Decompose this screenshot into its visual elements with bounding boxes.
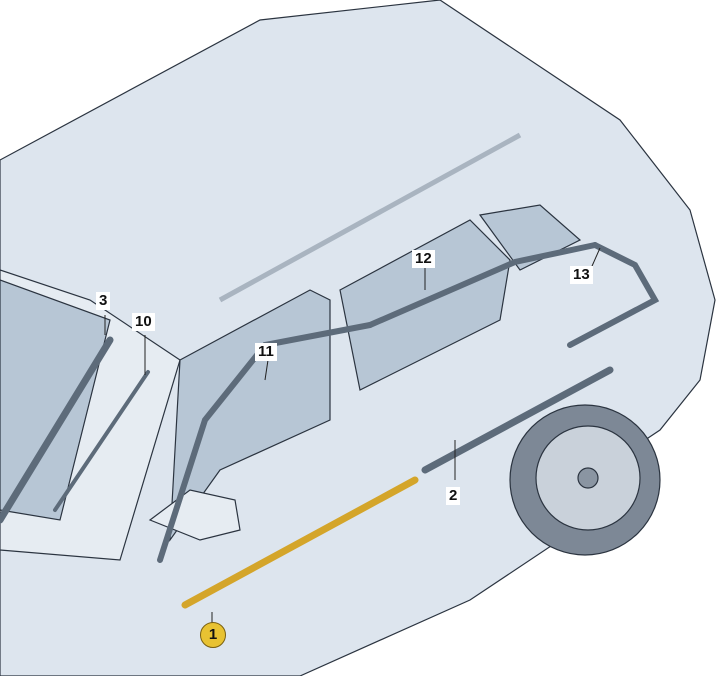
callout-10: 10: [132, 313, 155, 331]
part-3: [0, 336, 114, 524]
part-12: [367, 242, 598, 328]
front-window: [169, 289, 331, 543]
roof-rail: [218, 132, 522, 303]
quarter-window: [478, 204, 582, 271]
part-2: [421, 366, 614, 474]
rear-window: [339, 219, 511, 391]
callout-13: 13: [570, 266, 593, 284]
callout-2: 2: [446, 487, 461, 505]
callout-3: 3: [96, 292, 111, 310]
part-1: [181, 476, 419, 609]
part-13: [567, 242, 660, 348]
part-10: [53, 370, 150, 512]
part-11: [157, 322, 373, 563]
callout-11: 11: [255, 343, 277, 361]
windshield: [0, 279, 111, 521]
callout-1: 1: [200, 622, 226, 648]
callout-12: 12: [412, 250, 435, 268]
